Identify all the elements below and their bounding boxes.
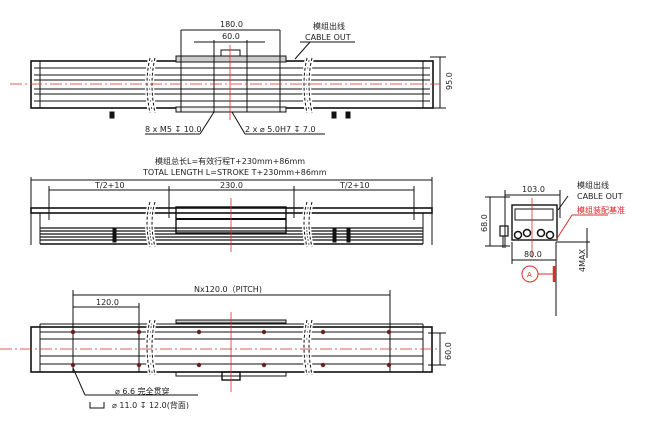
- end-width-103: 103.0: [522, 185, 545, 194]
- cable-out-cn: 模组出线: [313, 22, 345, 31]
- dim-left-half-stroke: T/2+10: [95, 181, 125, 190]
- note-tapped-holes: 8 x M5 ↧ 10.0: [145, 125, 202, 134]
- dim-center-230: 230.0: [220, 181, 243, 190]
- side-view: [30, 177, 433, 248]
- end-4max: 4MAX: [578, 249, 587, 272]
- datum-a: A: [527, 271, 532, 279]
- total-length-en: TOTAL LENGTH L=STROKE T+230mm+86mm: [143, 168, 327, 177]
- dim-carriage-length: 180.0: [220, 20, 243, 29]
- top-view: [30, 29, 446, 135]
- assembly-datum-label: 模组装配基准: [577, 206, 625, 215]
- note-counterbore: ⌀ 11.0 ↧ 12.0(背面): [112, 401, 190, 410]
- note-pin-holes: 2 x ⌀ 5.0H7 ↧ 7.0: [245, 125, 316, 134]
- mounting-holes: [70, 329, 392, 368]
- datum-marks: [521, 198, 608, 283]
- end-cable-out-en: CABLE OUT: [577, 192, 623, 201]
- dim-hole-spacing: 60.0: [222, 32, 240, 41]
- dim-width-60: 60.0: [444, 342, 453, 360]
- dim-height-95: 95.0: [445, 72, 454, 90]
- top-centerlines: [10, 45, 440, 120]
- end-view: [485, 190, 590, 316]
- end-base-80: 80.0: [524, 250, 542, 259]
- end-cable-out-cn: 模组出线: [577, 181, 609, 190]
- dim-right-half-stroke: T/2+10: [340, 181, 370, 190]
- end-height-68: 68.0: [480, 214, 489, 232]
- cable-out-en: CABLE OUT: [305, 33, 351, 42]
- dim-first-120: 120.0: [96, 298, 119, 307]
- note-through-hole: ⌀ 6.6 完全贯穿: [115, 387, 170, 396]
- total-length-cn: 模组总长L=有效行程T+230mm+86mm: [155, 157, 306, 166]
- dim-pitch: Nx120.0（PITCH): [194, 285, 262, 294]
